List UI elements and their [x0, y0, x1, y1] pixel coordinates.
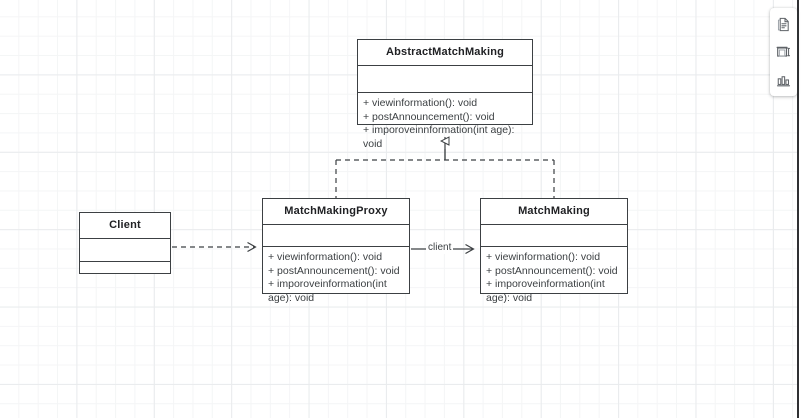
uml-operation: + viewinformation(): void: [268, 251, 383, 263]
uml-operation: + viewinformation(): void: [486, 251, 601, 263]
right-toolbar: [770, 8, 797, 96]
uml-operations-compartment: + viewinformation(): void + postAnnounce…: [481, 247, 627, 310]
uml-operations-compartment: [80, 262, 170, 280]
uml-attributes-compartment: [481, 225, 627, 247]
bar-chart-icon: [776, 73, 791, 88]
document-icon: [776, 17, 791, 32]
connector-label-client: client: [426, 242, 454, 254]
uml-class-match-making[interactable]: MatchMaking + viewinformation(): void + …: [480, 198, 628, 304]
uml-operations-compartment: + viewinformation(): void + postAnnounce…: [263, 247, 409, 310]
uml-operation: + postAnnouncement(): void: [363, 110, 495, 123]
outline-icon: [776, 45, 791, 60]
uml-class-name: MatchMakingProxy: [263, 199, 409, 225]
uml-operation: + imporoveinnformation(int age): void: [363, 124, 515, 150]
uml-operation: + imporoveinformation(int age): void: [486, 278, 605, 304]
uml-operation: + viewinformation(): void: [363, 97, 478, 109]
uml-attributes-compartment: [80, 239, 170, 262]
outline-panel-button[interactable]: [773, 42, 795, 62]
uml-operation: + postAnnouncement(): void: [486, 264, 618, 277]
uml-class-name: Client: [80, 213, 170, 239]
uml-class-name: MatchMaking: [481, 199, 627, 225]
uml-attributes-compartment: [263, 225, 409, 247]
canvas-right-edge: [797, 0, 803, 418]
format-panel-button[interactable]: [773, 14, 795, 34]
layers-panel-button[interactable]: [773, 70, 795, 90]
uml-class-name: AbstractMatchMaking: [358, 40, 532, 66]
uml-class-abstract-match-making[interactable]: AbstractMatchMaking + viewinformation():…: [357, 39, 533, 150]
uml-class-client[interactable]: Client: [79, 212, 171, 274]
uml-operation: + postAnnouncement(): void: [268, 264, 400, 277]
uml-class-match-making-proxy[interactable]: MatchMakingProxy + viewinformation(): vo…: [262, 198, 410, 304]
uml-operation: + imporoveinformation(int age): void: [268, 278, 387, 304]
uml-operations-compartment: + viewinformation(): void + postAnnounce…: [358, 93, 532, 156]
uml-attributes-compartment: [358, 66, 532, 93]
